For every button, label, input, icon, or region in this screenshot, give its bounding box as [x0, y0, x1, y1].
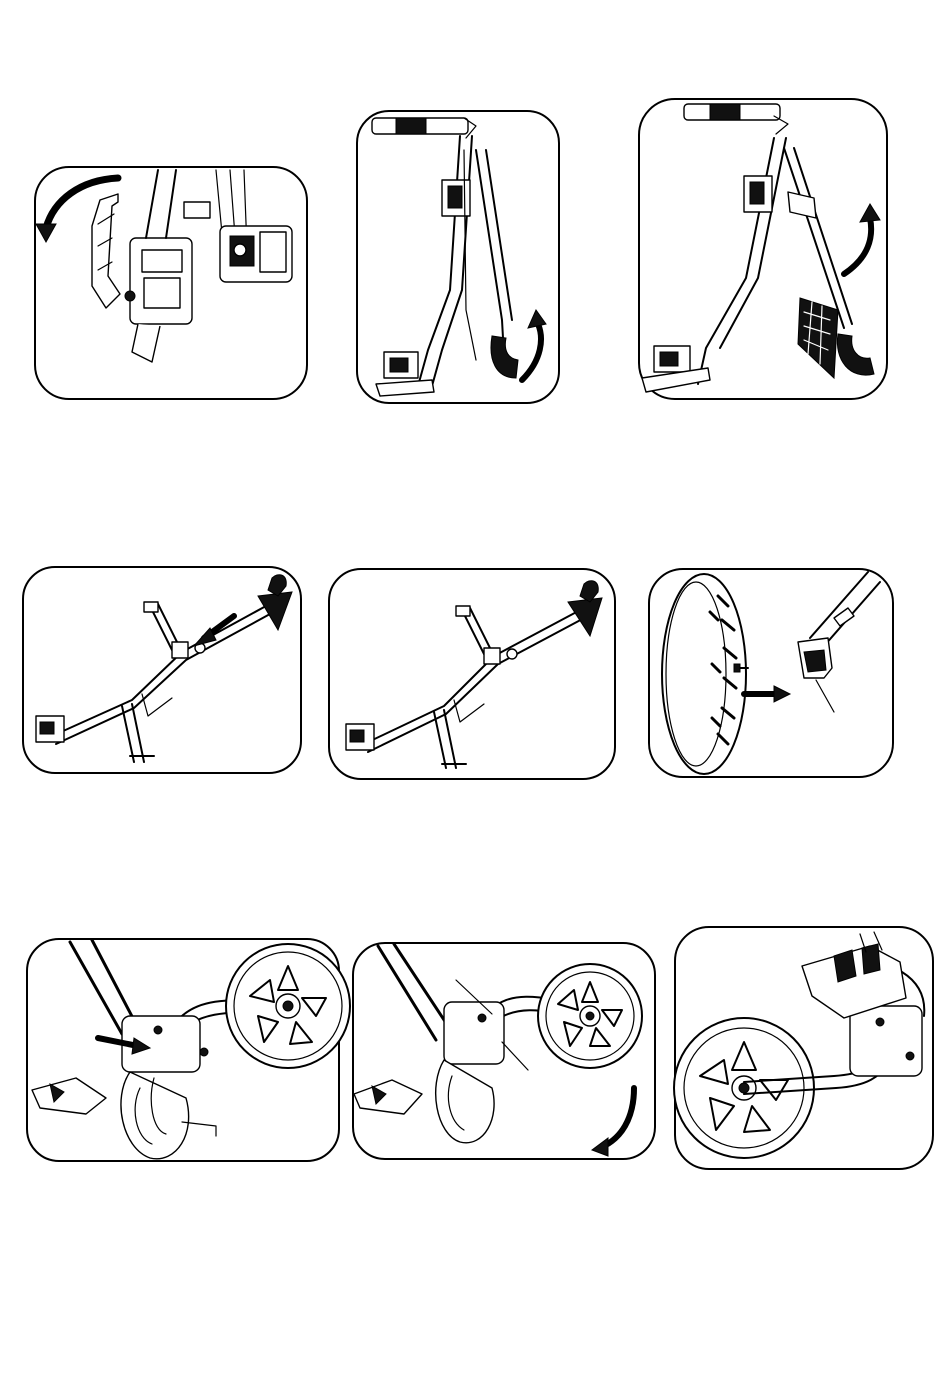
lock-lever — [172, 642, 188, 658]
front-grip — [491, 336, 518, 378]
arrow-head-icon — [36, 224, 56, 242]
panel-4-lock-lever — [22, 566, 302, 774]
panel-9-wheel-mounted — [674, 926, 934, 1170]
rear-strut — [784, 148, 852, 328]
upper-tube — [146, 170, 176, 238]
handle-grip — [92, 194, 120, 308]
leader-line — [816, 680, 834, 712]
arrow-head-icon — [860, 204, 880, 222]
wheel — [226, 944, 350, 1068]
front-clamp — [32, 1078, 106, 1114]
hinge-block — [850, 1006, 922, 1076]
lower-tube — [132, 324, 160, 362]
front-clamp — [354, 1080, 422, 1114]
wheel — [674, 1018, 814, 1158]
rotate-up-arrow-icon — [844, 218, 871, 274]
panel-8-rotate-down — [352, 942, 656, 1160]
main-tube — [364, 608, 588, 752]
arrow-head-icon — [528, 310, 546, 328]
folded-leg — [121, 1072, 189, 1159]
rotate-up-arrow-icon — [522, 324, 541, 380]
main-tube — [698, 138, 786, 384]
panel-1-fold-handle — [34, 166, 308, 400]
rear-leg — [476, 150, 512, 356]
arrow-head-icon — [592, 1138, 608, 1156]
panel-2-unfold-front — [356, 110, 560, 404]
rear-grip — [837, 334, 874, 375]
panel-7-wheel-mount — [26, 938, 340, 1162]
hinge-block — [444, 1002, 504, 1064]
panel-5-locked-frame — [328, 568, 616, 780]
wheel-tire — [662, 574, 746, 774]
mesh-pad — [798, 298, 838, 378]
lock-lever — [484, 648, 500, 664]
folded-leg — [436, 1060, 494, 1143]
axle-tube — [810, 572, 880, 646]
main-tube — [378, 944, 452, 1040]
leader-line — [502, 1042, 528, 1070]
mesh-pad — [258, 592, 292, 630]
mesh-pad — [568, 598, 602, 636]
arrow-head-icon — [774, 686, 790, 702]
panel-6-attach-wheel — [648, 568, 894, 778]
wheel — [538, 964, 642, 1068]
panel-3-unfold-rear — [638, 98, 888, 400]
